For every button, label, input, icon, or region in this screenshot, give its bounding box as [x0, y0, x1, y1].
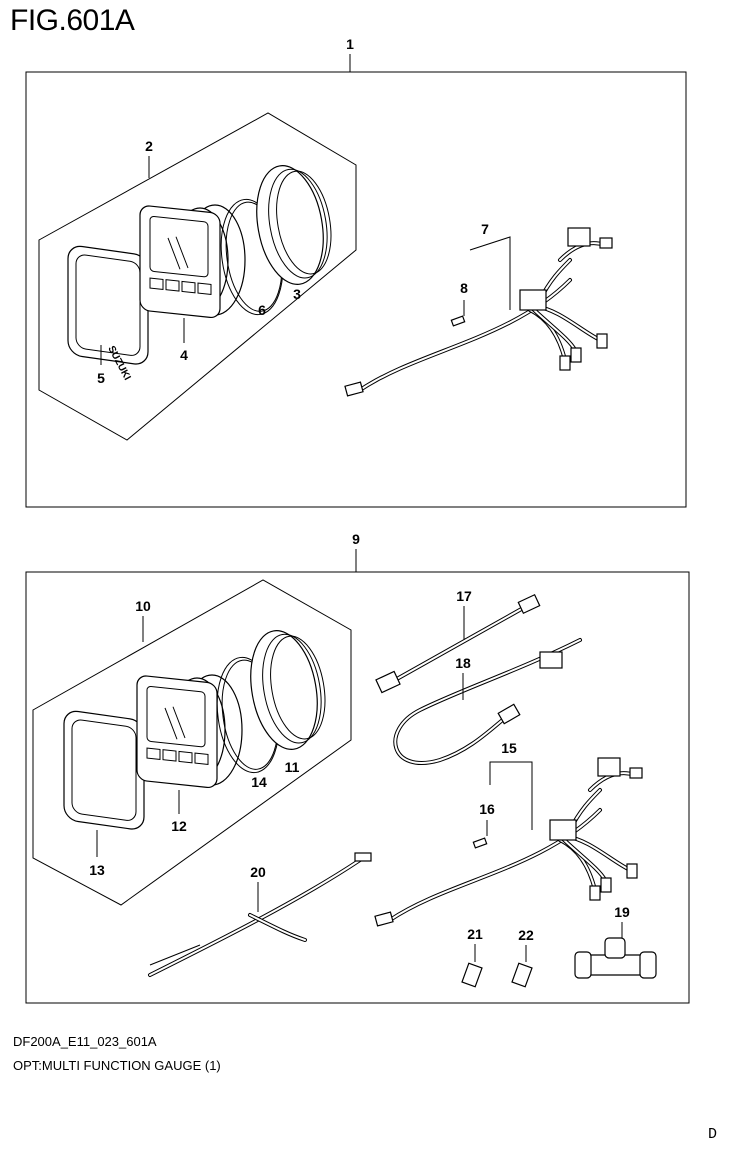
- power-cable-18: [393, 638, 582, 765]
- callout-8: 8: [460, 280, 468, 296]
- callout-6: 6: [258, 302, 266, 318]
- terminator-22: [511, 962, 533, 988]
- figure-description: OPT:MULTI FUNCTION GAUGE (1): [13, 1058, 221, 1073]
- callout-18: 18: [455, 655, 471, 671]
- terminator-21: [461, 962, 483, 988]
- screw-8: [450, 315, 466, 327]
- gauge-kit-outline-2: [38, 112, 357, 441]
- callout-21: 21: [467, 926, 483, 942]
- callout-4: 4: [180, 347, 188, 363]
- callout-9: 9: [352, 531, 360, 547]
- tee-connector-19: [574, 937, 657, 979]
- corner-mark: D: [707, 1126, 717, 1143]
- callout-12: 12: [171, 818, 187, 834]
- gauge-kit-outline-10: [32, 579, 352, 906]
- callout-7: 7: [481, 221, 489, 237]
- drawing-code: DF200A_E11_023_601A: [13, 1034, 157, 1049]
- callout-10: 10: [135, 598, 151, 614]
- callout-2: 2: [145, 138, 153, 154]
- callout-14: 14: [251, 774, 267, 790]
- callout-1: 1: [346, 36, 354, 52]
- callout-19: 19: [614, 904, 630, 920]
- bezel-cover-13: [63, 708, 145, 832]
- kit-box-9: [25, 571, 690, 1004]
- kit-box-1: [25, 71, 687, 508]
- bezel-cover-5: SUZUKI: [67, 243, 149, 382]
- callout-13: 13: [89, 862, 105, 878]
- figure-title: FIG.601A: [10, 4, 135, 37]
- lock-nut-3: [247, 159, 340, 291]
- callout-3: 3: [293, 286, 301, 302]
- callout-15: 15: [501, 740, 517, 756]
- callout-5: 5: [97, 370, 105, 386]
- screw-16: [472, 837, 488, 849]
- wire-harness-15: [372, 756, 644, 928]
- callout-11: 11: [285, 759, 300, 775]
- lock-nut-11: [241, 624, 334, 756]
- callout-20: 20: [250, 864, 266, 880]
- wire-harness-20: [148, 852, 372, 977]
- wire-harness-7: [342, 226, 614, 398]
- callout-17: 17: [456, 588, 472, 604]
- callout-22: 22: [518, 927, 534, 943]
- callout-16: 16: [479, 801, 495, 817]
- nmea-cable-17: [375, 593, 541, 694]
